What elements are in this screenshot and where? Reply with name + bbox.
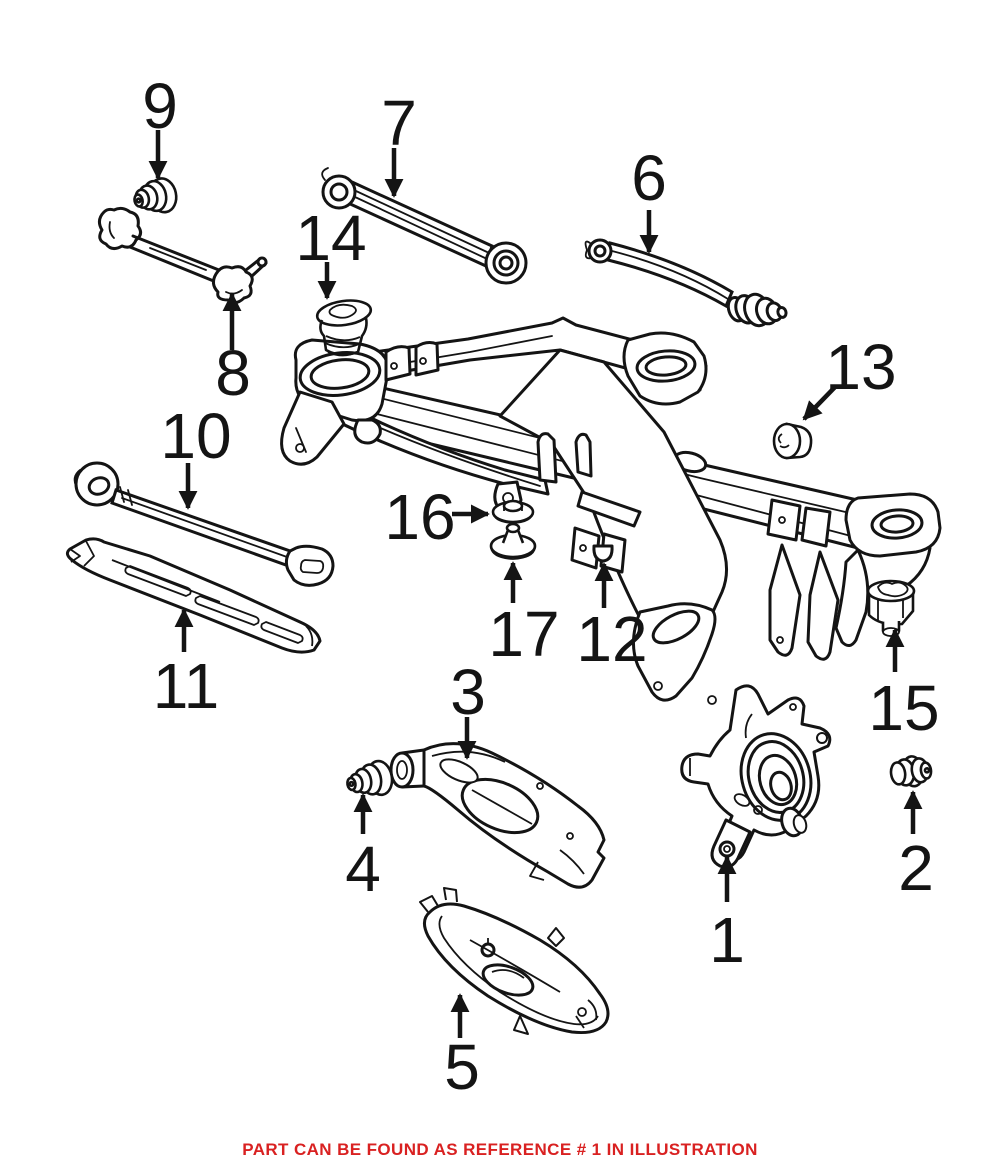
part-label-4: 4 [345,833,381,905]
part-label-16: 16 [384,481,455,553]
curved-arm-6-illustration [584,238,788,328]
cover-5-illustration [419,887,610,1035]
part-label-12: 12 [576,603,647,675]
control-arm-3-illustration [389,742,606,889]
part-label-3: 3 [450,656,486,728]
part-label-7: 7 [381,87,417,159]
part-label-6: 6 [631,142,667,214]
rod-10-illustration [73,461,335,587]
part-label-10: 10 [160,400,231,472]
callout-labels: 1 2 3 4 5 6 7 8 9 10 11 12 13 14 15 16 1… [142,70,939,1103]
part-label-11: 11 [153,650,219,722]
bushing-4-illustration [346,759,394,797]
washer-16-illustration [491,499,535,524]
brace-11-illustration [65,537,322,654]
subframe-mount-14-illustration [315,299,373,357]
part-label-1: 1 [709,904,745,976]
part-label-13: 13 [825,331,896,403]
part-label-5: 5 [444,1031,480,1103]
part-label-14: 14 [295,202,366,274]
part-label-8: 8 [215,337,251,409]
link-rod-7-illustration [321,167,528,285]
rear-subframe-illustration [280,316,942,702]
grommet-17-illustration [489,522,537,560]
reference-caption: PART CAN BE FOUND AS REFERENCE # 1 IN IL… [242,1140,758,1159]
bushing-9-illustration [133,177,178,214]
wheel-carrier-1-illustration [680,684,832,869]
bushing-13-illustration [772,422,813,460]
arrow-to-part-13 [802,384,838,421]
callout-arrows [148,130,923,1038]
part-label-9: 9 [142,70,178,142]
part-label-15: 15 [868,672,939,744]
subframe-mount-15-illustration [866,579,916,637]
part-label-2: 2 [898,832,934,904]
bushing-2-illustration [889,755,933,788]
part-label-17: 17 [488,598,559,670]
trailing-rod-8-illustration [97,206,268,305]
